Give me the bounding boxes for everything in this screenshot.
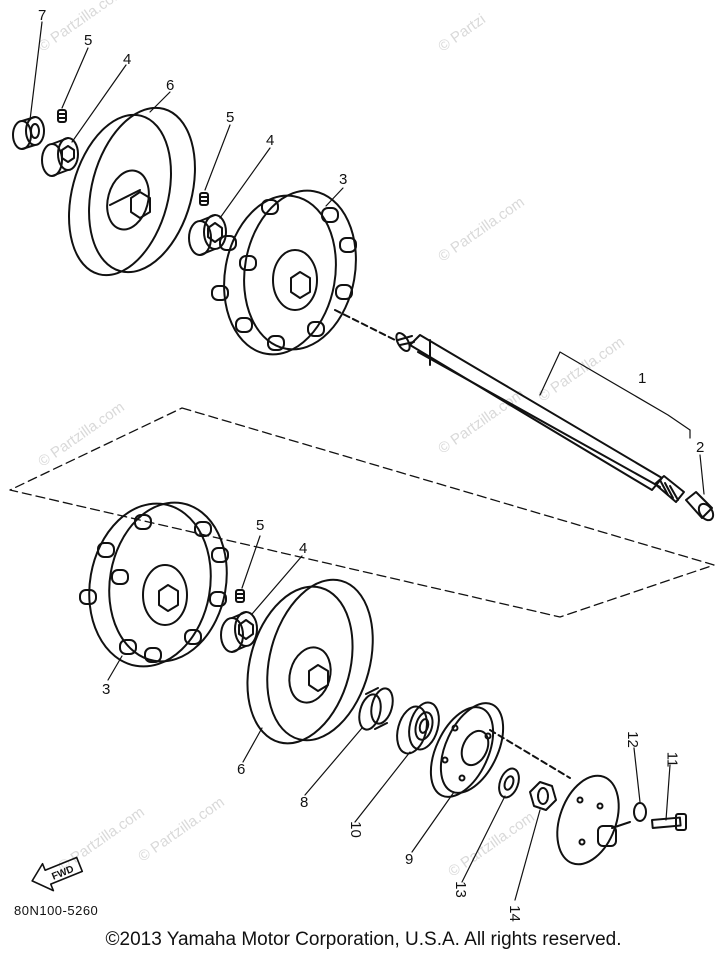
drive-shaft-part-1 — [395, 331, 685, 503]
set-screw-part-5c — [235, 589, 245, 603]
label-part-9: 9 — [405, 851, 414, 868]
hex-collar-part-4a — [41, 137, 79, 177]
label-part-14: 14 — [505, 905, 523, 922]
label-part-11-text: 11 — [663, 751, 681, 768]
label-part-13: 13 — [451, 881, 469, 898]
label-part-4: 4 — [123, 51, 132, 68]
label-part-6: 6 — [237, 761, 246, 778]
end-nut-part-2 — [685, 491, 715, 522]
copyright-notice: ©2013 Yamaha Motor Corporation, U.S.A. A… — [105, 929, 622, 950]
drive-sprocket-part-3-bottom — [79, 501, 229, 668]
lock-washer-part-12 — [633, 802, 647, 822]
label-part-10: 10 — [346, 821, 364, 838]
set-screw-part-5a — [57, 109, 67, 123]
label-part-5: 5 — [226, 109, 235, 126]
hex-collar-part-4b — [188, 214, 227, 256]
label-part-3: 3 — [102, 681, 111, 698]
bolt-part-11 — [651, 813, 687, 831]
label-part-1: 1 — [638, 370, 647, 387]
label-part-4: 4 — [266, 132, 275, 149]
label-part-5: 5 — [256, 517, 265, 534]
idler-wheel-part-6-bottom — [246, 578, 374, 745]
spacer-part-8 — [358, 687, 394, 731]
fwd-direction-badge: FWD — [31, 856, 84, 892]
label-part-7: 7 — [38, 7, 47, 24]
label-part-3: 3 — [339, 171, 348, 188]
assembly-dashed-outline — [9, 407, 715, 618]
drive-sprocket-part-3-top — [211, 189, 396, 356]
bearing-part-10 — [396, 701, 440, 755]
hex-collar-part-4c — [220, 611, 258, 653]
label-part-2: 2 — [696, 439, 705, 456]
drawing-code: 80N100-5260 — [14, 903, 99, 918]
label-part-6: 6 — [166, 77, 175, 94]
flange-hub — [556, 774, 631, 866]
label-part-12-text: 12 — [623, 731, 641, 748]
label-part-10-text: 10 — [346, 821, 364, 838]
label-part-8: 8 — [300, 794, 309, 811]
label-part-14-text: 14 — [505, 905, 523, 922]
bushing-part-7 — [12, 116, 45, 150]
washer-part-13 — [498, 767, 520, 799]
leader-line-part-2 — [699, 454, 705, 495]
leader-lines — [29, 21, 671, 901]
bearing-housing-part-9 — [429, 702, 571, 798]
label-part-12: 12 — [623, 731, 641, 748]
leader-line-part-1 — [539, 351, 691, 431]
set-screw-part-5b — [199, 192, 209, 206]
label-part-13-text: 13 — [451, 881, 469, 898]
label-part-4: 4 — [299, 540, 308, 557]
nut-part-14 — [529, 781, 557, 811]
idler-wheel-part-6-top — [68, 106, 196, 277]
label-part-5: 5 — [84, 32, 93, 49]
label-part-11: 11 — [663, 751, 681, 768]
